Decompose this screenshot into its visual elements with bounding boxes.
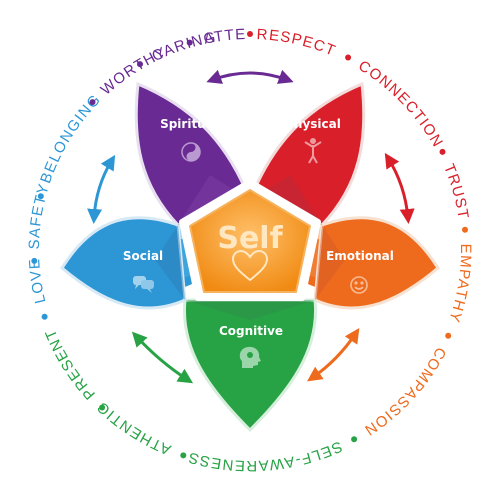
- head-gear-icon: [239, 346, 261, 368]
- petal-label-physical: Physical: [285, 117, 341, 131]
- ring-word: EMPATHY: [445, 244, 474, 325]
- petal-label-social: Social: [123, 249, 163, 263]
- ring-word: LOVE: [26, 257, 49, 305]
- ring-separator-dot: [99, 404, 106, 411]
- petal-labels: Spiritual Physical Emotional Cognitive S…: [123, 117, 394, 368]
- heart-icon: [231, 249, 269, 282]
- ring-separator-dot: [41, 313, 48, 320]
- petal-label-emotional: Emotional: [326, 249, 394, 263]
- petal-label-cognitive: Cognitive: [219, 324, 283, 338]
- ring-separator-dot: [351, 436, 358, 443]
- petal-arrows: [87, 69, 415, 384]
- ring-separator-dot: [186, 39, 193, 46]
- ring-separator-dot: [439, 148, 446, 155]
- ring-word: TRUST: [440, 162, 472, 221]
- smiley-icon: [350, 276, 368, 294]
- ring-separator-dot: [137, 61, 143, 68]
- ring-word: COMPASSION: [361, 344, 450, 439]
- big-petal-social: [60, 216, 187, 310]
- ring-word: ATHENTIC: [93, 398, 173, 458]
- ring-separator-dot: [247, 31, 253, 37]
- ring-separator-dot: [180, 452, 187, 459]
- arrow-emotional-cognitive: [307, 328, 360, 382]
- ring-word: ATTENTIVE: [0, 0, 247, 48]
- ring-word: CONNECTION: [355, 57, 446, 150]
- arrow-physical-emotional: [384, 152, 415, 224]
- ring-word: RESPECT: [256, 26, 338, 60]
- ring-separator-dot: [31, 257, 38, 264]
- ring-word: SAFETY: [26, 181, 53, 249]
- person-icon: [304, 138, 322, 164]
- ring-separator-dot: [462, 226, 468, 233]
- center-pentagon: [189, 189, 311, 293]
- center-self: Self: [179, 179, 321, 301]
- petal-label-spiritual: Spiritual: [160, 117, 218, 131]
- ring-separator-dot: [345, 54, 352, 61]
- yin-yang-icon: [181, 142, 201, 162]
- ring-separator-dot: [37, 193, 44, 200]
- ring-separator-dot: [89, 99, 96, 106]
- ring-word: PRESENT: [42, 326, 99, 403]
- arrow-social-spiritual: [87, 154, 116, 224]
- ring-word: BELONGING: [37, 91, 104, 186]
- speech-bubbles-icon: [133, 276, 154, 293]
- arrow-cognitive-social: [131, 331, 194, 384]
- ring-word: SELF-AWARENESS: [186, 437, 345, 474]
- center-label: Self: [217, 221, 283, 256]
- big-petal-emotional: [313, 216, 440, 310]
- arrow-spiritual-physical: [206, 69, 294, 84]
- ring-separator-dot: [445, 332, 452, 339]
